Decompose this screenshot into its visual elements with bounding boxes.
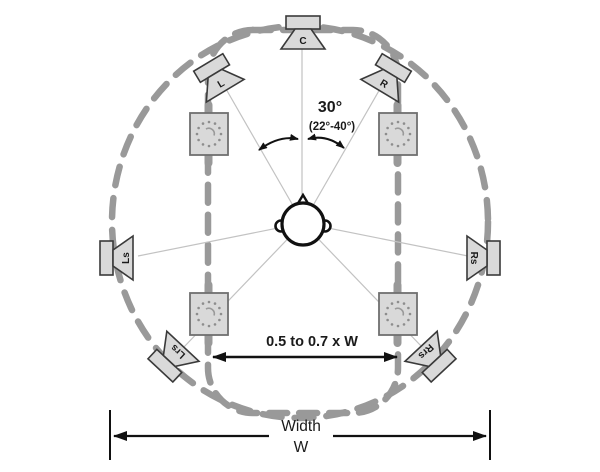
left-speaker: L <box>192 52 246 104</box>
driver-dot-ring <box>195 300 223 328</box>
speaker-cabinet <box>285 15 321 30</box>
angle-arc-right <box>307 133 345 149</box>
driver-arc <box>205 127 216 136</box>
sightline-right <box>302 81 385 224</box>
speaker-horn <box>112 234 134 282</box>
angle-arc-left <box>258 133 299 151</box>
speaker-horn <box>205 68 246 104</box>
speaker-horn <box>466 234 488 282</box>
center-speaker: C <box>279 15 327 50</box>
driver-dot-ring <box>384 300 412 328</box>
width-label: Width <box>281 418 321 435</box>
height-speaker-front-left <box>189 101 229 167</box>
right-speaker: R <box>359 52 413 104</box>
right-surround-speaker: Rs <box>466 234 501 282</box>
left-surround-speaker: Ls <box>99 234 134 282</box>
driver-dot-ring <box>384 120 412 148</box>
right-rear-surround-speaker: Rrs <box>403 329 458 384</box>
angle-main-label: 30° <box>318 99 342 116</box>
speaker-label: C <box>299 36 306 47</box>
left-rear-surround-speaker: Lrs <box>146 329 201 384</box>
inner-width-label: 0.5 to 0.7 x W <box>266 334 358 350</box>
height-speaker-rear-left <box>189 281 229 347</box>
inner-width-dimension: 0.5 to 0.7 x W <box>212 334 398 362</box>
speaker-horn <box>403 329 442 368</box>
height-speaker-box <box>189 112 229 156</box>
angle-range-label: (22°-40°) <box>309 121 355 133</box>
driver-arc <box>394 127 405 136</box>
listener-head <box>274 192 332 247</box>
speaker-label: Ls <box>121 252 132 264</box>
main-speakers: C L R Ls Rs Lrs Rrs <box>99 15 501 384</box>
driver-arc <box>205 307 216 316</box>
speaker-cabinet <box>486 240 501 276</box>
angle-annotation: 30° (22°-40°) <box>258 99 355 151</box>
height-speaker-front-right <box>378 101 418 167</box>
height-speaker-rear-right <box>378 281 418 347</box>
speaker-label: Rs <box>468 252 479 265</box>
overall-width-dimension: Width W <box>109 410 491 460</box>
speaker-horn <box>162 329 201 368</box>
driver-dot-ring <box>195 120 223 148</box>
height-speakers <box>189 101 418 347</box>
speaker-horn <box>279 28 327 50</box>
height-speaker-box <box>189 292 229 336</box>
sightline-left <box>221 81 304 224</box>
head-circle <box>280 201 326 247</box>
driver-arc <box>394 307 405 316</box>
speaker-horn <box>359 68 400 104</box>
speaker-cabinet <box>99 240 114 276</box>
width-symbol: W <box>294 439 309 456</box>
speaker-label: L <box>216 78 227 91</box>
